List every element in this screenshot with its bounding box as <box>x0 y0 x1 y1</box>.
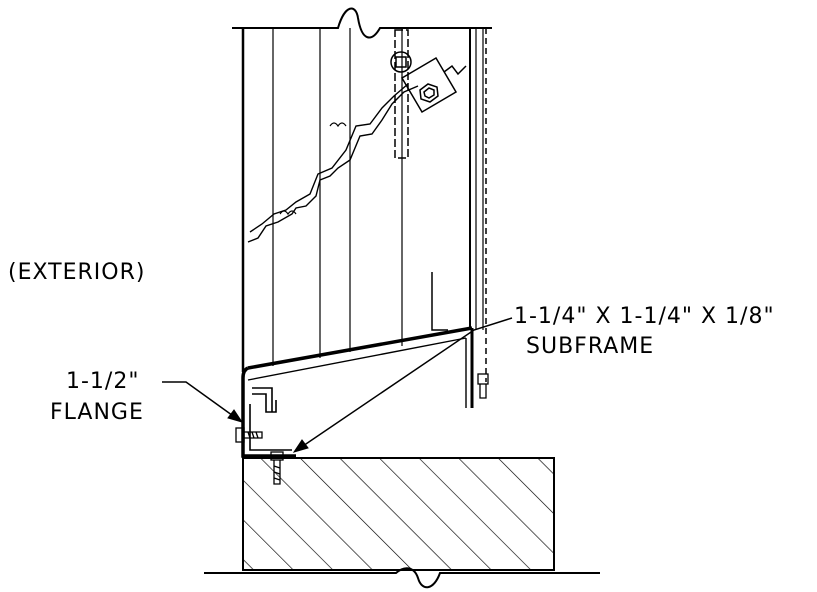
vertical-slot <box>394 29 409 159</box>
flange-size-label: 1-1/2" <box>66 369 140 394</box>
substrate-hatch <box>243 458 554 570</box>
flange-section <box>249 387 292 451</box>
stop-leg <box>431 272 448 331</box>
bolt-icon <box>390 51 412 73</box>
bottom-break-line <box>204 567 600 589</box>
profile-details <box>279 122 347 216</box>
screw-icon <box>235 427 263 443</box>
subframe-label: SUBFRAME <box>526 334 655 359</box>
subframe-size-label: 1-1/4" X 1-1/4" X 1/8" <box>514 304 775 329</box>
flange-label: FLANGE <box>50 400 144 425</box>
flange-leader <box>162 381 244 423</box>
screw-icon-right <box>477 373 489 399</box>
wall-panel-lines <box>241 28 484 372</box>
sloped-sill <box>241 326 474 458</box>
exterior-label: (EXTERIOR) <box>8 260 146 285</box>
subframe-leader <box>292 317 513 453</box>
clip-plate <box>400 56 467 114</box>
diagonal-profile-outer <box>247 85 419 243</box>
diagonal-profile-inner <box>249 83 409 233</box>
top-break-line <box>232 7 492 39</box>
